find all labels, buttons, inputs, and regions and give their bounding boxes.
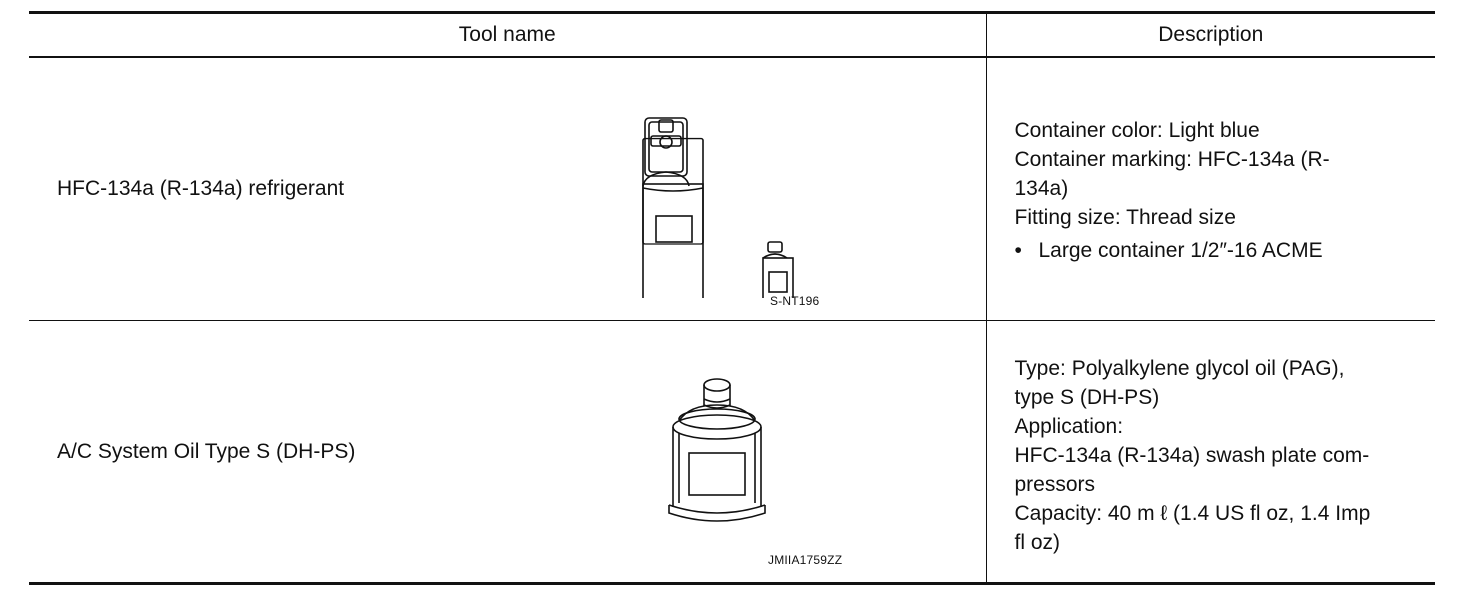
- description-cell: Container color: Light blue Container ma…: [986, 56, 1436, 321]
- oil-container-icon: [668, 378, 766, 522]
- special-service-tools-table: Tool name Description HFC-134a (R-134a) …: [29, 11, 1435, 585]
- bullet-text: Large container 1/2″-16 ACME: [1038, 239, 1323, 263]
- table-header-row: Tool name Description: [29, 11, 1435, 58]
- description-cell: Type: Polyalkylene glycol oil (PAG), typ…: [986, 320, 1436, 585]
- description-line: fl oz): [1014, 531, 1061, 554]
- tool-cell: A/C System Oil Type S (DH-PS): [29, 320, 987, 585]
- description-block: Container color: Light blue Container ma…: [987, 112, 1436, 265]
- tool-cell: HFC-134a (R-134a) refrigerant: [29, 56, 987, 321]
- description-line: pressors: [1014, 473, 1096, 496]
- description-line: Fitting size: Thread size: [1014, 206, 1236, 230]
- table-row: A/C System Oil Type S (DH-PS): [29, 320, 1436, 585]
- table-row: HFC-134a (R-134a) refrigerant: [29, 56, 1436, 321]
- description-line: Container marking: HFC-134a (R-: [1014, 148, 1330, 172]
- header-description: Description: [986, 11, 1435, 58]
- description-line: Type: Polyalkylene glycol oil (PAG),: [1014, 357, 1345, 380]
- figure-code: S-NT196: [770, 293, 820, 308]
- refrigerant-containers-icon: [642, 116, 794, 298]
- bullet-item: • Large container 1/2″-16 ACME: [1015, 236, 1426, 265]
- description-block: Type: Polyalkylene glycol oil (PAG), typ…: [987, 346, 1436, 557]
- description-line: HFC-134a (R-134a) swash plate com-: [1014, 444, 1370, 467]
- bullet-marker: •: [1014, 239, 1022, 263]
- tool-name-text: A/C System Oil Type S (DH-PS): [57, 439, 356, 463]
- header-tool-name: Tool name: [29, 11, 987, 58]
- description-line: 134a): [1014, 177, 1069, 201]
- figure-code: JMIIA1759ZZ: [768, 553, 843, 567]
- description-line: type S (DH-PS): [1014, 386, 1160, 409]
- description-line: Application:: [1014, 415, 1124, 438]
- description-line: Capacity: 40 m ℓ (1.4 US fl oz, 1.4 Imp: [1014, 502, 1371, 525]
- tool-name-text: HFC-134a (R-134a) refrigerant: [57, 176, 345, 200]
- description-line: Container color: Light blue: [1014, 119, 1260, 143]
